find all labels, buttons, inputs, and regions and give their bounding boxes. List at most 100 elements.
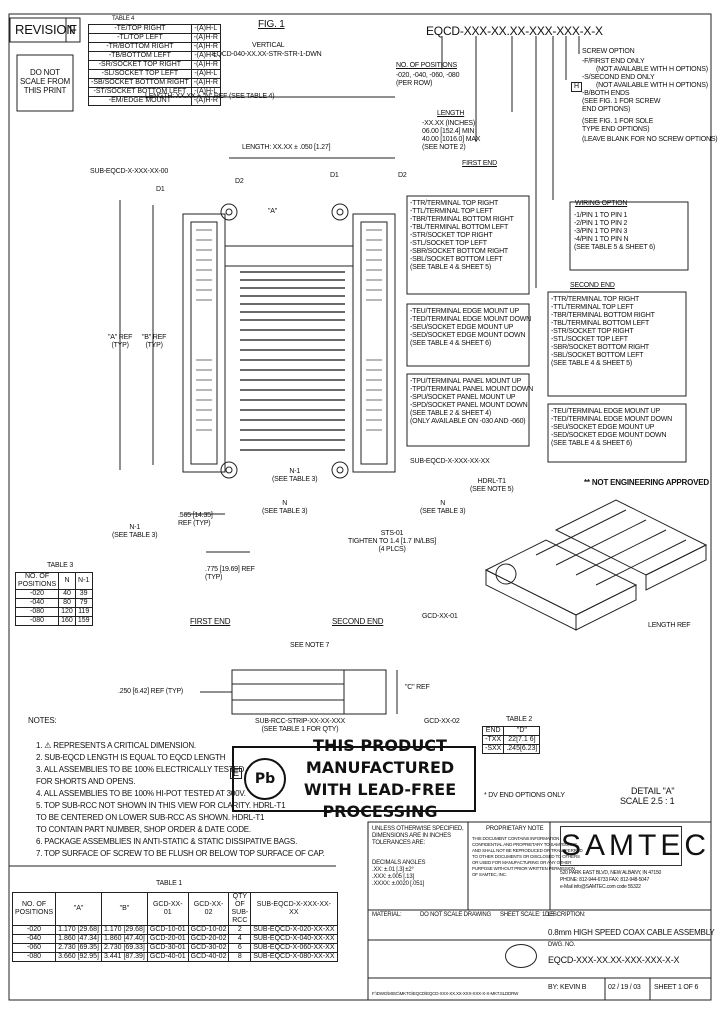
tb-description-label: DESCRIPTION:	[545, 912, 586, 918]
tb-file-path: F:\DWG\MISC\MKTG\EQCD\EQCD-XXX-XX.XX-XXX…	[372, 991, 519, 996]
table-row: -SB/SOCKET BOTTOM RIGHT-(A)H-R	[88, 78, 221, 88]
notes-list: 1. ⚠ REPRESENTS A CRITICAL DIMENSION.2. …	[36, 740, 325, 860]
table-cell: GCD-20-01	[146, 934, 189, 944]
note-item: 4. ALL ASSEMBLIES TO BE 100% HI-POT TEST…	[36, 789, 246, 798]
opt-both-note2: (SEE FIG. 1 FOR SOLE TYPE END OPTIONS)	[582, 118, 654, 133]
table-cell: GCD-30-02	[187, 943, 230, 953]
fig-title: FIG. 1	[258, 19, 285, 30]
table-cell: -060	[11, 943, 57, 953]
table-header-cell: "A"	[55, 892, 102, 926]
table-cell: 80	[58, 598, 76, 608]
opt-second-end-list: -TTR/TERMINAL TOP RIGHT -TTL/TERMINAL TO…	[551, 296, 655, 367]
see-note7: SEE NOTE 7	[290, 642, 330, 649]
table-cell: GCD-10-02	[187, 925, 230, 935]
table-cell: -040	[14, 598, 60, 608]
table-cell: -SB/SOCKET BOTTOM RIGHT	[88, 78, 192, 88]
sub-eqcd-bottom-label: SUB-EQCD-X-XXX-XX-XX	[410, 458, 490, 465]
table-cell: SUB-EQCD-X-080-XX-XX	[250, 952, 338, 962]
table-cell: -TL/TOP LEFT	[88, 33, 192, 43]
opt-first-only: -F/FIRST END ONLY	[582, 58, 645, 65]
table-cell: GCD-30-01	[146, 943, 189, 953]
note-item: 5. TOP SUB-RCC NOT SHOWN IN THIS VIEW FO…	[36, 801, 286, 810]
table-cell: .245[6.23]	[503, 744, 541, 754]
revision-value: F	[69, 22, 77, 37]
table-cell: SUB-EQCD-X-020-XX-XX	[250, 925, 338, 935]
note-item: 2. SUB-EQCD LENGTH IS EQUAL TO EQCD LENG…	[36, 753, 226, 762]
do-not-scale-note: DO NOT SCALE FROM THIS PRINT	[20, 68, 71, 95]
table-cell: SUB-EQCD-X-060-XX-XX	[250, 943, 338, 953]
samtec-globe-icon	[505, 944, 537, 968]
revision-label: REVISION	[15, 22, 76, 37]
opt-second-only-na: (NOT AVAILABLE WITH H OPTIONS)	[596, 82, 708, 89]
tb-description: 0.8mm HIGH SPEED COAX CABLE ASSEMBLY	[548, 928, 715, 937]
opt-second-edge-list: -TEU/TERMINAL EDGE MOUNT UP -TED/TERMINA…	[551, 408, 672, 447]
table-cell: -020	[11, 925, 57, 935]
opt-length-list: -XX.XX (INCHES) 06.00 [152.4] MIN 40.00 …	[422, 120, 481, 151]
d1-label-left: D1	[156, 186, 165, 193]
table-cell: GCD-40-01	[146, 952, 189, 962]
lead-free-banner: Pb THIS PRODUCT MANUFACTURED WITH LEAD-F…	[232, 736, 476, 821]
table-row: -TE/TOP RIGHT-(A)H-L	[88, 24, 221, 34]
not-approved-stamp: ** NOT ENGINEERING APPROVED	[584, 478, 709, 487]
c-ref-label: "C" REF	[405, 684, 430, 691]
table-cell: 2.730 [69.33]	[101, 943, 148, 953]
table4-title: TABLE 4	[112, 16, 135, 22]
note-item: 3. ALL ASSEMBLIES TO BE 100% ELECTRICALL…	[36, 765, 245, 774]
table1-title: TABLE 1	[156, 880, 183, 887]
table-cell: -TB/BOTTOM LEFT	[88, 51, 192, 61]
table-cell: -TXX	[481, 735, 505, 745]
table-cell: -040	[11, 934, 57, 944]
table-header-cell: GCD-XX-02	[187, 892, 230, 926]
detail-a-callout: "A"	[268, 208, 278, 215]
table-cell: -080	[14, 607, 60, 617]
table-cell: -SL/SOCKET TOP LEFT	[88, 69, 192, 79]
table4: -TE/TOP RIGHT-(A)H-L-TL/TOP LEFT-(A)H-R-…	[88, 24, 221, 106]
table-header-cell: GCD-XX-01	[146, 892, 189, 926]
table-header-cell: "B"	[101, 892, 148, 926]
table-cell: -080	[14, 616, 60, 626]
table-row: -TR/BOTTOM RIGHT-(A)H-R	[88, 42, 221, 52]
table-cell: -020	[14, 589, 60, 599]
opt-both: -B/BOTH ENDS	[582, 90, 630, 97]
table-cell: 159	[74, 616, 93, 626]
table-header-cell: N	[58, 572, 76, 590]
opt-positions-list: -020, -040, -060, -080 (PER ROW)	[396, 72, 460, 87]
note-item: TO BE CENTERED ON LOWER SUB-RCC AS SHOWN…	[36, 813, 265, 822]
table-header-cell: NO. OF POSITIONS	[11, 892, 57, 926]
length-ref-label: LENGTH REF	[648, 622, 691, 629]
table-cell: 1.170 [29.68]	[55, 925, 102, 935]
tb-proprietary: PROPRIETARY NOTE	[486, 826, 544, 832]
notes-title: NOTES:	[28, 716, 57, 725]
e-box: E	[230, 768, 242, 779]
detail-a-label: DETAIL "A" SCALE 2.5 : 1	[620, 786, 675, 806]
table-cell: -(A)H-L	[190, 69, 221, 79]
sub-eqcd-top-label: SUB-EQCD-X-XXX-XX-00	[90, 168, 169, 175]
table-row: -SR/SOCKET TOP RIGHT-(A)H-R	[88, 60, 221, 70]
table-cell: -(A)H-R	[190, 78, 221, 88]
tb-proprietary-text: THIS DOCUMENT CONTAINS INFORMATION CONFI…	[472, 836, 583, 877]
d1-label-right: D1	[330, 172, 339, 179]
table-row: -SL/SOCKET TOP LEFT-(A)H-L	[88, 69, 221, 79]
h-option-box: H	[571, 82, 582, 92]
tb-dwg-no: EQCD-XXX-XX.XX-XXX-XXX-X-X	[548, 955, 680, 965]
n1-label: N-1 (SEE TABLE 3)	[272, 468, 318, 483]
dim-565: .565 [14.35] REF (TYP)	[178, 512, 213, 527]
d2-label-left: D2	[235, 178, 244, 185]
length-tol-dim: LENGTH: XX.XX ± .050 [1.27]	[242, 144, 331, 151]
table-cell: 1.860 [47.40]	[101, 934, 148, 944]
tb-unless: UNLESS OTHERWISE SPECIFIED, DIMENSIONS A…	[372, 826, 464, 846]
table-cell: 3.660 [92.95]	[55, 952, 102, 962]
table-cell: 1.170 [29.68]	[101, 925, 148, 935]
tb-decimals: DECIMALS ANGLES .XX: ±.01 [.3] ±2° .XXX:…	[372, 860, 426, 887]
dim-250: .250 [6.42] REF (TYP)	[118, 688, 184, 695]
table-cell: -SR/SOCKET TOP RIGHT	[88, 60, 192, 70]
